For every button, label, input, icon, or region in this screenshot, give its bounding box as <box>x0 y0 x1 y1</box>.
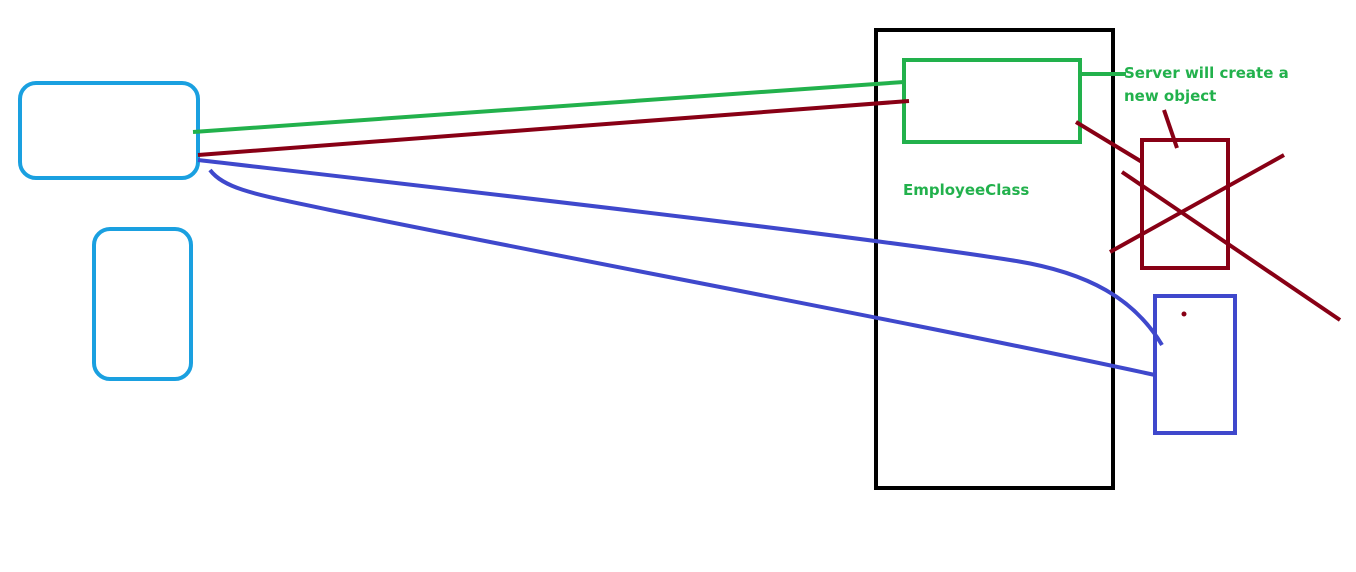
server-note-line1: Server will create a <box>1124 64 1289 82</box>
green-connector <box>192 80 905 134</box>
red-connector <box>197 99 910 157</box>
cross-line-3 <box>1109 153 1285 254</box>
blue-connector-upper <box>197 158 1164 347</box>
object-dot <box>1181 311 1187 317</box>
blue-connector-lower <box>208 168 1156 377</box>
client-box-bottom <box>92 227 193 381</box>
client-box-top <box>18 81 200 180</box>
cross-line-1 <box>1074 120 1144 164</box>
server-note-line2: new object <box>1124 87 1216 105</box>
annotation-pointer <box>1162 109 1179 149</box>
destroyed-object-box <box>1140 138 1230 270</box>
employee-class-label: EmployeeClass <box>903 181 1029 199</box>
new-object-box <box>902 58 1082 144</box>
reused-object-box <box>1153 294 1237 435</box>
employee-class-container <box>874 28 1115 490</box>
cross-line-2 <box>1120 170 1342 322</box>
